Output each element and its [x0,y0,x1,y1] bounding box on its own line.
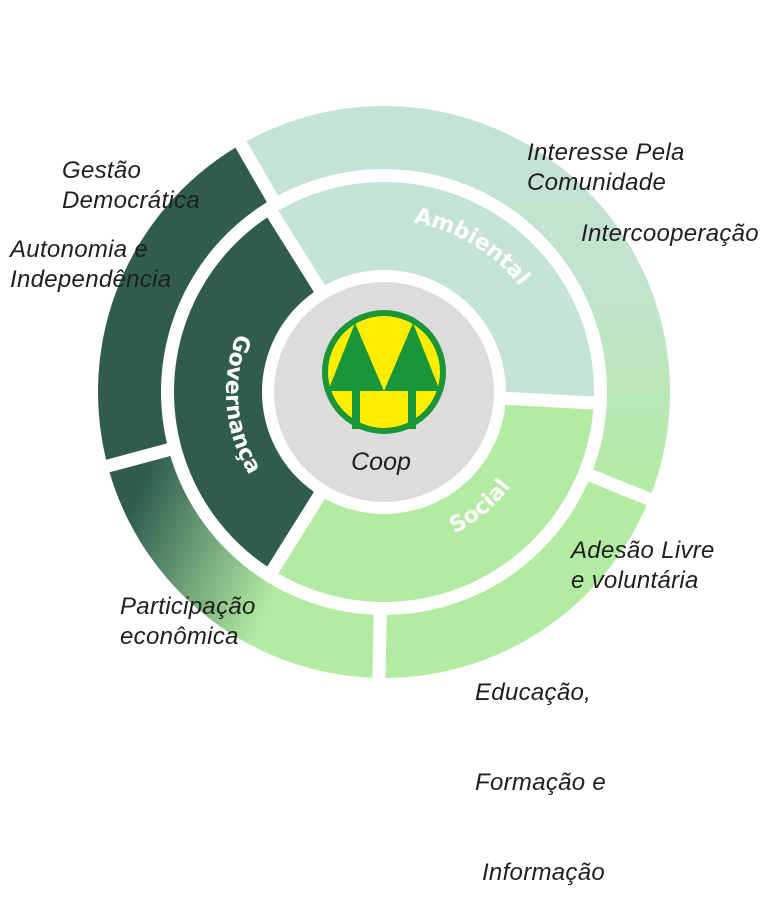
inner-segment-governanca [174,217,314,567]
center-label: Coop [351,448,411,476]
principle-text-line: Educação, [475,679,592,706]
inner-ring [174,182,595,602]
principle-text-line: Informação [475,859,606,886]
center-hub: Coop [274,282,494,502]
principle-text-line: Independência [10,266,172,293]
outer-segment-interesse-intercooperacao [246,105,671,494]
inner-segment-social [278,404,594,602]
coop-pine-trees-icon [322,310,446,434]
principle-text-line: Formação e [475,769,607,796]
cooperative-principles-diagram: Governança Ambiental Social Coop [98,105,671,678]
tree-trunk-left [352,389,360,429]
principle-text-line: Adesão Livre [571,537,715,564]
principle-interesse-comunidade: Interesse Pela Comunidade [527,138,685,198]
principle-educacao: Educação, Formação e Informação [475,618,606,918]
principle-text-line: e voluntária [571,567,699,594]
principle-text-line: econômica [120,623,239,650]
pine-tree-left-icon [328,323,384,391]
inner-segment-ambiental [278,182,595,397]
principle-gestao-democratica: Gestão Democrática [62,156,200,216]
principle-text-line: Interesse Pela [527,139,685,166]
outer-segment-participacao [109,455,374,678]
principle-text-line: Gestão [62,157,142,184]
outer-segment-gestao-autonomia [98,147,267,460]
outer-segment-adesao-educacao [385,481,647,678]
tree-trunk-right [408,389,416,429]
principle-adesao-livre: Adesão Livre e voluntária [571,536,715,596]
principle-intercooperacao: Intercooperação [581,219,759,249]
principle-text-line: Autonomia e [10,236,149,263]
principle-autonomia: Autonomia e Independência [10,235,171,295]
principle-text-line: Intercooperação [581,220,759,247]
principle-participacao: Participação econômica [120,592,256,652]
pine-tree-right-icon [384,323,440,391]
principle-text-line: Comunidade [527,169,667,196]
principle-text-line: Democrática [62,187,201,214]
principle-text-line: Participação [120,593,256,620]
outer-ring [98,105,671,678]
